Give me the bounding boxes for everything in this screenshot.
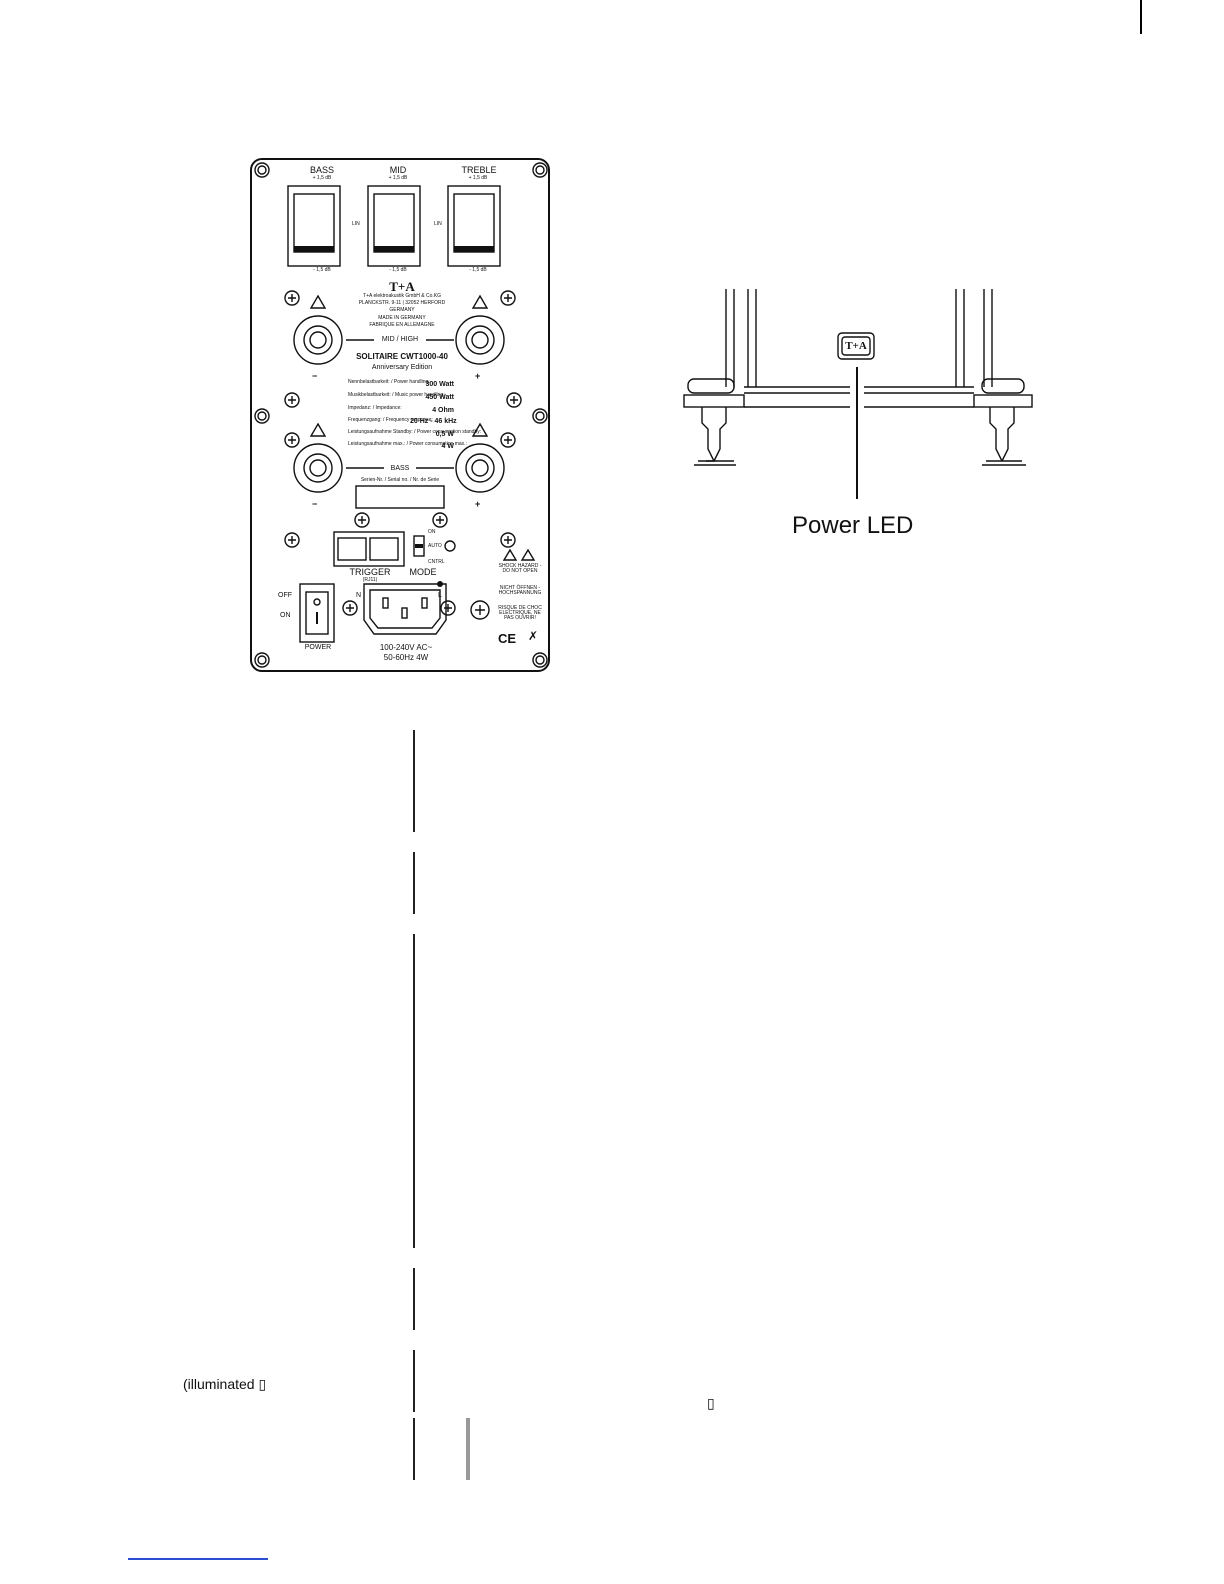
- mid-minus-label: - 1,5 dB: [389, 267, 407, 273]
- power-led-label: Power LED: [792, 512, 914, 539]
- mode-label: MODE: [409, 567, 437, 577]
- spec-name-1: Nennbelastbarkeit: / Power handling:: [348, 379, 430, 385]
- shock-hazard-warning: SHOCK HAZARD - DO NOT OPEN: [498, 563, 542, 574]
- mid-plus-label: + 1,5 dB: [388, 175, 408, 181]
- stand-graphics: [683, 289, 1033, 499]
- mode-auto-label: AUTO: [428, 543, 442, 549]
- column-rule-4: [413, 1268, 415, 1330]
- ce-mark: CE: [498, 631, 517, 646]
- spec-name-6: Leistungsaufnahme max.: / Power consumpt…: [348, 441, 467, 447]
- company-country: GERMANY: [389, 307, 415, 313]
- missing-glyph: ▯: [707, 1395, 715, 1411]
- column-rule-1: [413, 730, 415, 832]
- stand-brand-logo: T+A: [845, 340, 867, 352]
- neutral-label: N: [356, 592, 362, 599]
- mid-minus-sign: −: [312, 371, 318, 381]
- treble-label: TREBLE: [461, 165, 497, 175]
- made-in-germany-fr: FABRIQUE EN ALLEMAGNE: [369, 322, 435, 328]
- page-corner-rule: [1140, 0, 1142, 34]
- treble-minus-label: - 1,5 dB: [469, 267, 487, 273]
- column-rule-5: [413, 1350, 415, 1412]
- spec-value-2: 450 Watt: [425, 394, 454, 401]
- bass-section-label: BASS: [390, 465, 410, 472]
- bass-label: BASS: [309, 165, 334, 175]
- column-rule-6: [413, 1418, 415, 1480]
- nicht-offnen-warning: NICHT ÖFFNEN - HOCHSPANNUNG: [498, 585, 542, 596]
- edition-label: Anniversary Edition: [371, 364, 433, 371]
- spec-value-3: 4 Ohm: [432, 407, 454, 414]
- mid-label: MID: [389, 165, 407, 175]
- mid-high-label: MID / HIGH: [381, 336, 419, 343]
- spec-name-4: Frequenzgang: / Frequency response:: [348, 417, 433, 423]
- change-bar: [466, 1418, 470, 1480]
- lin-label-2: LIN: [434, 221, 442, 227]
- column-rule-2: [413, 852, 415, 914]
- power-label: POWER: [304, 644, 332, 651]
- trigger-sub-label: (RJ11): [362, 577, 378, 583]
- risque-warning: RISQUE DE CHOC ELECTRIQUE, NE PAS OUVRIR…: [498, 605, 542, 621]
- stand-power-led-diagram: T+A: [683, 289, 1034, 539]
- serial-label: Serien-Nr. / Serial no. / Nr. de Serie: [360, 477, 440, 483]
- off-label: OFF: [278, 592, 292, 599]
- footer-link-underline[interactable]: [128, 1558, 268, 1560]
- spec-value-4: 20 Hz - 46 kHz: [410, 418, 457, 425]
- spec-value-6: 4 W: [441, 443, 454, 450]
- made-in-germany: MADE IN GERMANY: [378, 315, 426, 321]
- company-address: PLANCKSTR. 9-11 | 32052 HERFORD: [358, 300, 446, 306]
- rear-panel-graphics: [254, 162, 548, 668]
- spec-value-5: 0,5 W: [435, 431, 454, 438]
- live-label: L: [438, 592, 442, 599]
- column-rule-3: [413, 934, 415, 1248]
- spec-name-2: Musikbelastbarkeit: / Music power handli…: [348, 392, 445, 398]
- on-label: ON: [280, 612, 291, 619]
- mode-cntrl-label: CNTRL: [428, 559, 445, 565]
- weee-bin-icon: ✗: [528, 629, 539, 643]
- model-name: SOLITAIRE CWT1000-40: [356, 352, 448, 361]
- spec-name-5: Leistungsaufnahme Standby: / Power consu…: [348, 429, 482, 435]
- panel-brand-logo: T+A: [389, 279, 415, 294]
- lin-label-1: LIN: [352, 221, 360, 227]
- company-name: T+A elektroakustik GmbH & Co.KG: [363, 293, 441, 299]
- rear-panel-diagram: BASS + 1,5 dB - 1,5 dB MID + 1,5 dB - 1,…: [250, 158, 550, 672]
- bass-minus-sign: −: [312, 499, 318, 509]
- bass-plus-sign: +: [475, 499, 481, 509]
- voltage-label: 100-240V AC~: [379, 643, 433, 652]
- bass-plus-label: + 1,5 dB: [312, 175, 332, 181]
- mode-on-label: ON: [428, 529, 436, 535]
- trigger-label: TRIGGER: [349, 567, 391, 577]
- spec-value-1: 300 Watt: [425, 381, 454, 388]
- spec-name-3: Impedanz: / Impedance:: [348, 405, 402, 411]
- illuminated-text: (illuminated ▯: [183, 1376, 267, 1392]
- frequency-label: 50-60Hz 4W: [383, 653, 429, 662]
- mid-plus-sign: +: [475, 371, 481, 381]
- bass-minus-label: - 1,5 dB: [313, 267, 331, 273]
- treble-plus-label: + 1,5 dB: [468, 175, 488, 181]
